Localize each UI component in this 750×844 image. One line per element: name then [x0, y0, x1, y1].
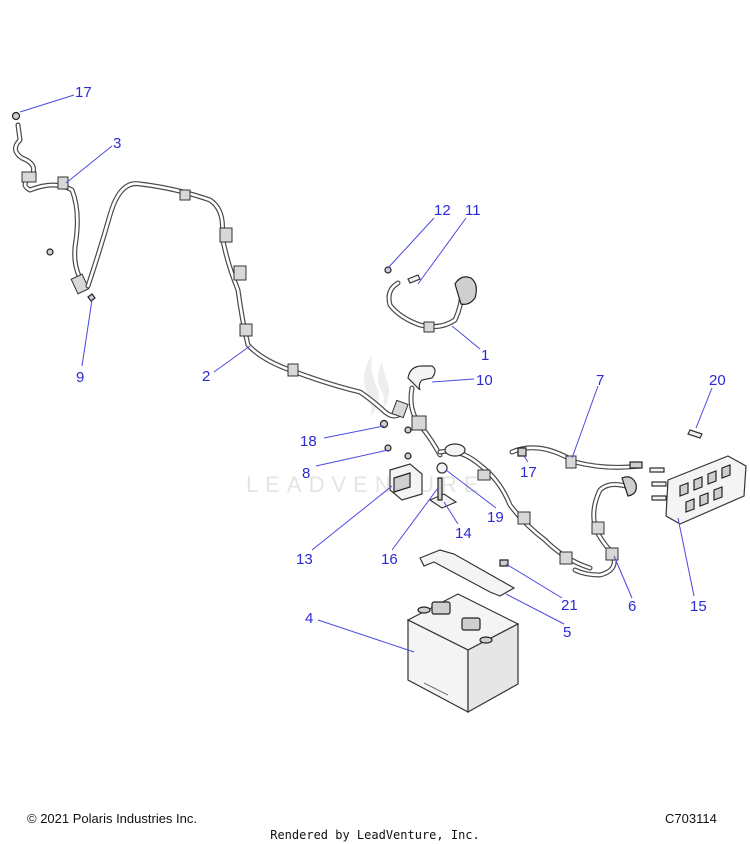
callout-8: 8	[302, 465, 310, 482]
nut-part-18	[379, 419, 389, 429]
callout-4: 4	[305, 610, 313, 627]
callout-10: 10	[476, 372, 493, 389]
nut-part-8c	[404, 452, 412, 460]
solenoid-part-13	[389, 463, 423, 501]
rendered-by-text: Rendered by LeadVenture, Inc.	[270, 828, 480, 842]
callout-15: 15	[690, 598, 707, 615]
harness-part-7	[509, 445, 643, 470]
cable-part-10	[407, 365, 443, 458]
copyright-text: © 2021 Polaris Industries Inc.	[27, 811, 197, 826]
callout-14: 14	[455, 525, 472, 542]
callout-20: 20	[709, 372, 726, 389]
callout-12: 12	[434, 202, 451, 219]
watermark-text: LEADVENTURE	[246, 472, 486, 497]
harness-part-2	[85, 181, 409, 419]
callout-2: 2	[202, 368, 210, 385]
fuse-box-part-15	[665, 455, 747, 525]
callout-19: 19	[487, 509, 504, 526]
harness-part-6	[572, 476, 637, 578]
nut-part-19	[436, 462, 448, 474]
callout-1: 1	[481, 347, 489, 364]
callout-17: 17	[75, 84, 92, 101]
callout-16: 16	[381, 551, 398, 568]
callout-13: 13	[296, 551, 313, 568]
nut-part-8b	[404, 426, 412, 434]
callout-17b: 17	[520, 464, 537, 481]
bracket-part-5	[419, 549, 516, 597]
callout-7: 7	[596, 372, 604, 389]
nut-part-8	[384, 444, 392, 452]
callout-21: 21	[561, 597, 578, 614]
callout-5: 5	[563, 624, 571, 641]
callout-6: 6	[628, 598, 636, 615]
callout-3: 3	[113, 135, 121, 152]
harness-part-1	[384, 266, 477, 333]
callout-18: 18	[300, 433, 317, 450]
bracket-part-14	[428, 477, 458, 509]
battery-part-4	[406, 593, 520, 714]
diagram-code: C703114	[665, 811, 717, 826]
callout-9: 9	[76, 369, 84, 386]
callouts: 17 3 9 2 12 11 1 10 7 20 18 8 13 16 14 1…	[75, 84, 726, 641]
bolt-part-17b	[517, 447, 527, 457]
callout-11: 11	[465, 202, 481, 219]
bolt-part-21	[499, 559, 509, 567]
pins-part-20	[649, 429, 703, 501]
leader-lines	[19, 94, 713, 653]
harness-part-19	[437, 443, 593, 571]
harness-part-3	[11, 111, 96, 302]
